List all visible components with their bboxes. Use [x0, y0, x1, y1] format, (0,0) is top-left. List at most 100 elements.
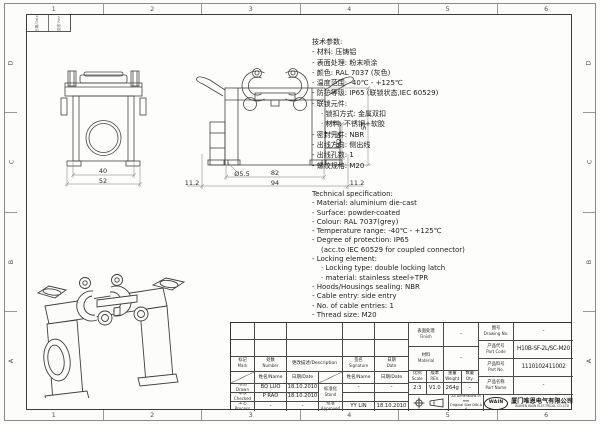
part-no-value: 1110102411002: [514, 359, 573, 377]
grid-col-label: 6: [544, 4, 549, 13]
isometric-view-drawing: [36, 274, 186, 398]
spec-en-line: - Hoods/Housings sealing: NBR: [312, 282, 420, 291]
spec-cn-line: - 出线孔数: 1: [312, 151, 354, 160]
spec-cn-line: - 螺纹规格: M20: [312, 161, 365, 170]
grid-row-label: C: [584, 160, 593, 165]
spec-english: Technical specification: - Material: alu…: [312, 190, 465, 320]
revision-cell: [287, 323, 343, 340]
spec-en-line: - Surface: powder-coated: [312, 208, 401, 217]
side-view-drawing: [187, 68, 371, 189]
dim-side-left-offset: 11.2: [184, 178, 200, 187]
process-name: -: [255, 402, 287, 411]
grid-col-label: 5: [445, 4, 450, 13]
grid-col-label: 5: [445, 411, 450, 419]
standardized-date: -: [375, 384, 409, 393]
material-value: -: [444, 347, 479, 371]
grid-row-label: D: [6, 60, 15, 66]
drawn-date: 18.10.2010: [287, 384, 319, 393]
revision-corner-box: 日期/Date 更改 Rev: [27, 15, 71, 32]
subheader-blank: [231, 372, 255, 384]
empty-cell: [343, 393, 375, 402]
dim-front-inner-width: 40: [98, 167, 108, 175]
grid-col-label: 3: [248, 411, 253, 419]
company-cell: WAIN 厦门唯恩电气有限公司 XIAMEN WAIN ELECTRICAL C…: [484, 395, 573, 411]
spec-en-line: - No. of cable entries: 1: [312, 301, 394, 310]
checked-name: P RAO: [255, 393, 287, 402]
revision-cell: [343, 323, 375, 340]
revision-cell: [255, 323, 287, 340]
grid-col-label: 4: [347, 411, 352, 419]
grid-col-label: 1: [51, 411, 56, 419]
spec-cn-line: - 材料: 压铸铝: [312, 48, 357, 57]
checked-date: 18.10.2010: [287, 393, 319, 402]
empty-cell: [375, 393, 409, 402]
dim-side-hole-spacing: 82: [270, 169, 280, 177]
projection-symbols: [409, 395, 449, 411]
grid-columns-bottom: 1 2 3 4 5 6: [5, 410, 595, 420]
grid-col-label: 4: [347, 4, 352, 13]
grid-row-label: D: [584, 60, 593, 66]
company-logo: WAIN: [484, 396, 509, 410]
grid-row-label: C: [6, 160, 15, 165]
revision-cell: [375, 323, 409, 340]
rev-value: V1.0: [426, 383, 444, 395]
dim-side-total-width: 94: [270, 178, 280, 187]
grid-row-label: A: [584, 358, 593, 364]
grid-col-label: 3: [248, 4, 253, 13]
process-date: -: [287, 402, 319, 411]
subheader-date: 日期/Date: [375, 372, 409, 384]
grid-rows-right: D C B A: [583, 14, 595, 410]
front-view-drawing: [60, 70, 147, 187]
spec-cn-line: - 防护等级: IP65 (联锁状态,IEC 60529): [312, 89, 439, 98]
grid-rows-left: D C B A: [5, 14, 17, 410]
approved-name: YY LIN: [343, 402, 375, 411]
spec-cn-title: 技术参数:: [312, 38, 343, 46]
spec-cn-line: - 联锁元件:: [312, 99, 348, 108]
dim-side-right-offset: 11.2: [349, 178, 365, 187]
spec-cn-line: · 材料: 不锈钢+软胶: [321, 120, 385, 129]
qty-value: -: [461, 383, 479, 395]
scale-value: 2:3: [409, 383, 427, 395]
subheader-blank: [319, 372, 343, 384]
standardized-name: -: [343, 384, 375, 393]
drawn-name: BQ LUO: [255, 384, 287, 393]
drawing-no-value: -: [514, 323, 573, 341]
spec-cn-line: - 温度范围: -40℃ - +125℃: [312, 79, 403, 88]
grid-col-label: 6: [544, 411, 549, 419]
dim-front-outer-width: 52: [98, 176, 108, 185]
corner-date-label: 日期/Date: [34, 15, 39, 31]
spec-en-line: · Locking type: double locking latch: [321, 264, 446, 273]
spec-en-line: (acc.to IEC 60529 for coupled connector): [321, 245, 465, 254]
dimension-note: All Dimensions in mm Original Size DIN A…: [449, 395, 484, 411]
approved-date: 18.10.2010: [375, 402, 409, 411]
col-header-description: 更改描述/Description: [287, 357, 343, 372]
spec-en-line: - Thread size: M20: [312, 310, 377, 319]
spec-en-line: - Locking element:: [312, 255, 377, 264]
revision-cell: [343, 340, 375, 357]
part-name-value: -: [514, 377, 573, 395]
spec-en-line: - Temperature range: -40℃ - +125℃: [312, 227, 442, 236]
spec-chinese: 技术参数: - 材料: 压铸铝 - 表面处理: 粉末喷涂 - 颜色: RAL 7…: [312, 37, 438, 171]
finish-value: -: [444, 323, 479, 347]
revision-cell: [255, 340, 287, 357]
grid-columns-top: 1 2 3 4 5 6: [5, 3, 595, 14]
projection-symbol-circle-icon: [413, 397, 424, 409]
revision-cell: [287, 340, 343, 357]
subheader-date: 日期/Date: [287, 372, 319, 384]
subheader-name: 姓名/Name: [255, 372, 287, 384]
